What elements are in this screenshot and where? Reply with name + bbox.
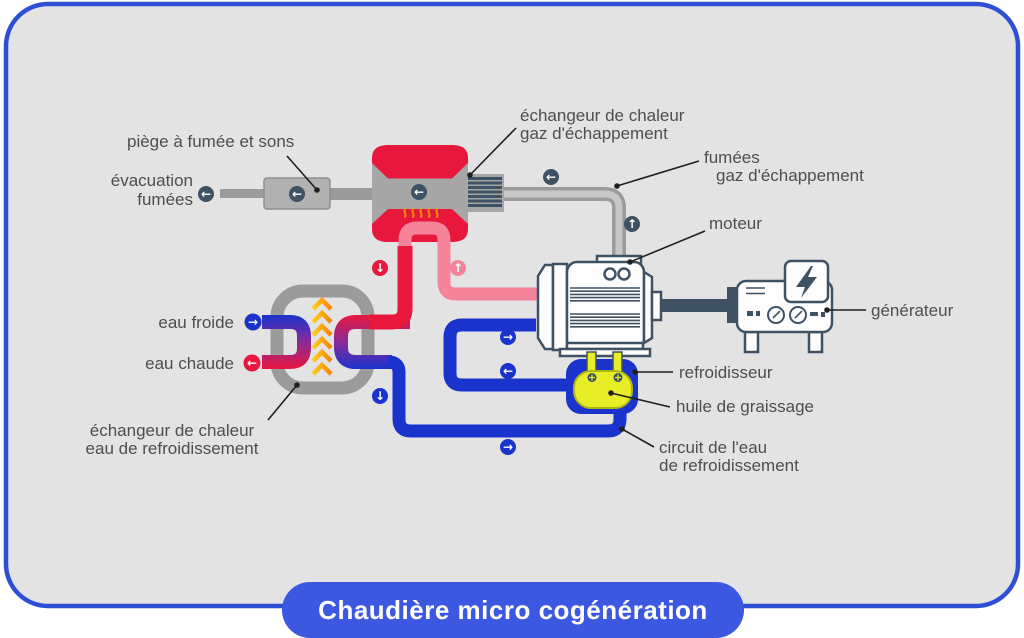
flow-badge-hot-out: ←	[243, 354, 261, 372]
label-piege-a-fumee: piège à fumée et sons	[127, 132, 294, 151]
label-evacuation-l2: fumées	[137, 190, 193, 209]
motor-cooling-ribs	[570, 287, 640, 328]
cooling-water-circuit	[388, 318, 627, 438]
engine-block	[370, 145, 537, 330]
cooling-heat-exchanger-frame	[270, 284, 375, 395]
domestic-water-coil	[262, 315, 311, 369]
svg-text:→: →	[503, 330, 513, 344]
label-refroidisseur: refroidisseur	[679, 363, 773, 382]
warm-water-return-pipe	[398, 221, 537, 301]
svg-text:←: ←	[546, 170, 556, 184]
title-banner: Chaudière micro cogénération	[282, 582, 744, 638]
svg-text:→: →	[503, 440, 513, 454]
flow-badges: ← ← ← ← ↑ ↓ ↑ → ← ↓ → ← →	[198, 169, 640, 455]
flow-badge-exhaust-top: ←	[543, 169, 559, 185]
svg-text:↑: ↑	[627, 217, 637, 231]
flow-badge-exhaust-up: ↑	[624, 216, 640, 232]
label-circuit-l2: de refroidissement	[659, 456, 799, 475]
flow-badge-bottom-right: →	[500, 439, 516, 455]
label-moteur: moteur	[709, 214, 762, 233]
flow-badge-cold-in: →	[244, 313, 262, 331]
label-eau-chaude: eau chaude	[145, 354, 234, 373]
label-echangeur-gaz-l1: échangeur de chaleur	[520, 106, 685, 125]
generator-gauges	[747, 306, 825, 324]
label-echangeur-eau-l1: échangeur de chaleur	[90, 421, 255, 440]
diagram-title: Chaudière micro cogénération	[318, 595, 708, 625]
label-fumees-l1: fumées	[704, 148, 760, 167]
hot-water-feed-pipe	[370, 246, 413, 330]
svg-text:←: ←	[247, 356, 257, 370]
exhaust-pipe-run	[220, 187, 626, 257]
engine-hot-top	[372, 145, 468, 179]
flame-icons	[403, 208, 439, 218]
oil-bolts	[587, 373, 623, 382]
svg-text:→: →	[248, 315, 258, 329]
diagram-panel	[3, 1, 1021, 609]
svg-text:↑: ↑	[453, 261, 463, 275]
svg-text:←: ←	[201, 187, 211, 201]
flow-badge-from-cooler: ←	[500, 363, 516, 379]
svg-text:←: ←	[503, 364, 513, 378]
label-huile: huile de graissage	[676, 397, 814, 416]
label-fumees-l2: gaz d'échappement	[716, 166, 864, 185]
flow-badge-muffler: ←	[289, 186, 305, 202]
label-echangeur-eau-l2: eau de refroidissement	[86, 439, 259, 458]
svg-text:↓: ↓	[375, 261, 385, 275]
lubricating-oil	[573, 370, 633, 409]
motor	[536, 254, 663, 358]
labels: piège à fumée et sons évacuation fumées …	[86, 106, 954, 475]
flow-badge-warm-up: ↑	[450, 260, 466, 276]
drive-shaft	[661, 287, 738, 323]
leader-lines	[267, 127, 866, 448]
svg-text:←: ←	[292, 187, 302, 201]
svg-text:↓: ↓	[375, 389, 385, 403]
svg-text:←: ←	[414, 185, 424, 199]
cooler	[566, 351, 638, 414]
flow-badge-exhaust-out: ←	[198, 186, 214, 202]
cooling-water-coil	[334, 315, 410, 369]
exhaust-heat-exchanger-fins	[466, 174, 504, 212]
heat-transfer-chevrons	[311, 296, 333, 376]
label-circuit-l1: circuit de l'eau	[659, 438, 767, 457]
label-generateur: générateur	[871, 301, 954, 320]
lightning-icon	[796, 266, 817, 298]
flow-badge-cool-down: ↓	[372, 388, 388, 404]
flow-badge-hot-down: ↓	[372, 260, 388, 276]
generator	[735, 259, 834, 354]
flow-badge-to-motor: →	[500, 329, 516, 345]
flow-badge-engine: ←	[411, 184, 427, 200]
exchanger-water-coils	[262, 315, 410, 369]
label-echangeur-gaz-l2: gaz d'échappement	[520, 124, 668, 143]
label-eau-froide: eau froide	[158, 313, 234, 332]
label-evacuation-l1: évacuation	[111, 171, 193, 190]
